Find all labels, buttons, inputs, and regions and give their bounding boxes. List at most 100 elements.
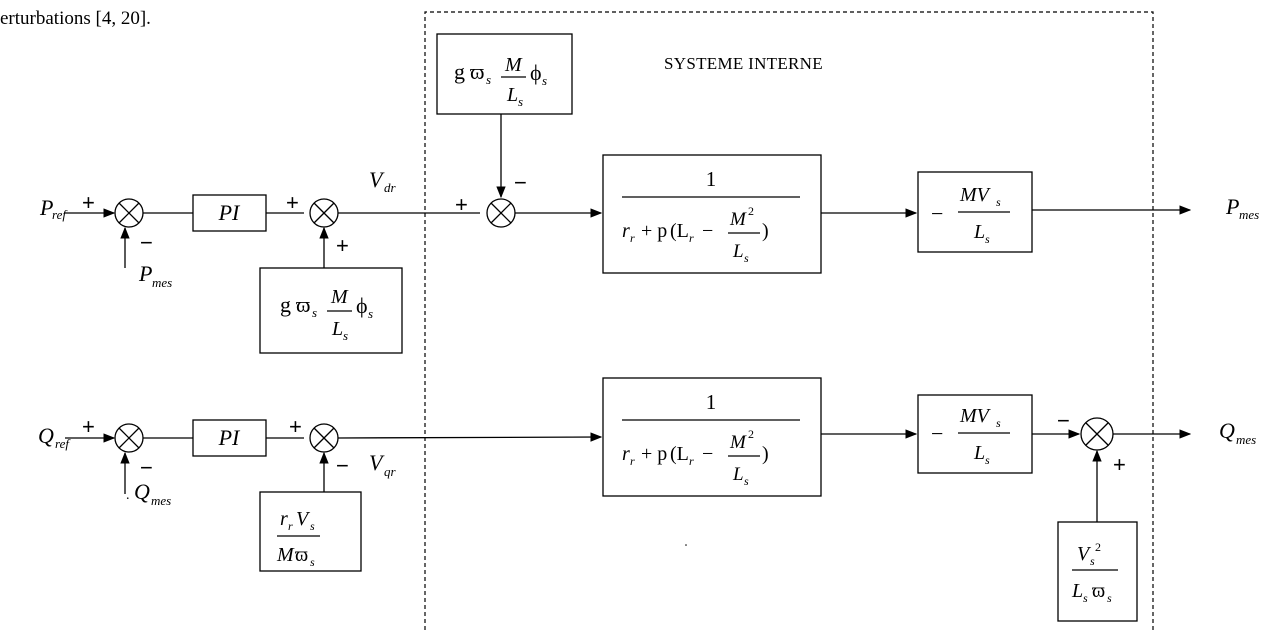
sum2-plus-bottom-sign: + xyxy=(336,233,349,258)
svg-text:ϕ: ϕ xyxy=(356,293,368,318)
sum5-plus-sign: + xyxy=(289,414,302,439)
svg-text:ϕ: ϕ xyxy=(530,60,542,85)
svg-text:(L: (L xyxy=(670,443,689,465)
svg-text:s: s xyxy=(744,251,749,265)
svg-text:s: s xyxy=(744,474,749,488)
svg-text:dr: dr xyxy=(384,180,397,195)
svg-text:s: s xyxy=(310,519,315,533)
svg-text:+ p: + p xyxy=(641,443,667,465)
svg-text:qr: qr xyxy=(384,464,397,479)
svg-text:1: 1 xyxy=(706,167,717,191)
svg-text:r: r xyxy=(689,231,694,245)
svg-text:r: r xyxy=(622,443,630,465)
summing-junction-p2 xyxy=(309,198,339,228)
summing-junction-p3 xyxy=(486,198,516,228)
sum1-minus-sign: − xyxy=(140,230,153,255)
sum3-minus-sign: − xyxy=(514,170,527,195)
gain-block-p: − MV s L s xyxy=(917,171,1033,253)
gain-block-q: − MV s L s xyxy=(917,394,1033,474)
p-ref-label: P ref xyxy=(39,195,68,222)
svg-text:s: s xyxy=(996,416,1001,430)
svg-text:s: s xyxy=(542,73,547,88)
stator-term-block-q: V s 2 L s ϖ s xyxy=(1057,521,1138,622)
svg-text:+ p: + p xyxy=(641,220,667,242)
sum2-plus-sign: + xyxy=(286,190,299,215)
p-mes-feedback-label: P mes xyxy=(138,261,172,290)
pi-controller-p xyxy=(192,194,267,232)
svg-text:s: s xyxy=(310,555,315,569)
svg-text:M: M xyxy=(729,209,747,230)
sum5-minus-sign: − xyxy=(336,453,349,478)
svg-text:M: M xyxy=(504,54,523,76)
svg-text:ref: ref xyxy=(52,207,68,222)
svg-text:V: V xyxy=(369,167,385,192)
summing-junction-q2 xyxy=(309,423,339,453)
svg-text:s: s xyxy=(985,453,990,467)
svg-text:V: V xyxy=(1077,543,1092,565)
p-mes-output-label: P mes xyxy=(1225,194,1259,222)
svg-text:ϖ: ϖ xyxy=(295,544,308,566)
svg-text:s: s xyxy=(1090,554,1095,568)
svg-text:s: s xyxy=(1083,591,1088,605)
svg-text:ref: ref xyxy=(55,436,71,451)
svg-text:2: 2 xyxy=(1095,540,1101,554)
v-qr-label: V qr xyxy=(369,450,397,479)
summing-junction-q3 xyxy=(1080,417,1114,451)
svg-text:2: 2 xyxy=(748,204,754,218)
svg-text:MV: MV xyxy=(959,405,992,427)
sum4-plus-sign: + xyxy=(82,414,95,439)
svg-text:L: L xyxy=(506,84,518,106)
svg-text:Q: Q xyxy=(1219,418,1235,443)
svg-text:s: s xyxy=(985,232,990,246)
svg-text:): ) xyxy=(762,443,769,465)
sum3-plus-sign: + xyxy=(455,192,468,217)
sum1-plus-sign: + xyxy=(82,190,95,215)
rotor-transfer-block-q: 1 r r + p (L r − M 2 L s ) xyxy=(602,377,822,497)
q-mes-output-label: Q mes xyxy=(1219,418,1256,447)
pi-controller-q-label: PI xyxy=(218,425,241,450)
svg-text:2: 2 xyxy=(748,427,754,441)
svg-text:ϖ: ϖ xyxy=(1092,580,1105,602)
svg-text:P: P xyxy=(39,195,53,220)
svg-text:L: L xyxy=(732,464,744,485)
svg-text:−: − xyxy=(702,443,713,465)
internal-system-boundary xyxy=(424,11,1154,630)
svg-text:r: r xyxy=(689,454,694,468)
compensation-block-q: r r V s M ϖ s xyxy=(259,491,362,572)
svg-text:s: s xyxy=(486,72,491,87)
q-ref-label: Q ref xyxy=(38,423,71,451)
svg-text:mes: mes xyxy=(1239,207,1259,222)
svg-text:mes: mes xyxy=(1236,432,1256,447)
svg-text:L: L xyxy=(331,318,343,340)
svg-text:r: r xyxy=(630,454,635,468)
svg-text:Q: Q xyxy=(38,423,54,448)
svg-text:Q: Q xyxy=(134,479,150,504)
summing-junction-q1 xyxy=(114,423,144,453)
svg-text:s: s xyxy=(312,305,317,320)
v-dr-label: V dr xyxy=(369,167,397,195)
svg-text:mes: mes xyxy=(152,275,172,290)
svg-text:): ) xyxy=(762,220,769,242)
compensation-block-p: g ϖ s M L s ϕ s xyxy=(259,267,403,354)
svg-text:r: r xyxy=(288,519,293,533)
svg-text:P: P xyxy=(1225,194,1239,219)
svg-text:s: s xyxy=(1107,591,1112,605)
svg-text:g: g xyxy=(280,292,291,317)
rotor-transfer-block-p: 1 r r + p (L r − M 2 L s ) xyxy=(602,154,822,274)
svg-text:g: g xyxy=(454,59,465,84)
svg-text:s: s xyxy=(518,94,523,109)
q-mes-feedback-label: . Q mes xyxy=(126,479,171,508)
sum6-minus-sign: − xyxy=(1057,408,1070,433)
sum4-minus-sign: − xyxy=(140,455,153,480)
pi-controller-q xyxy=(192,419,267,457)
svg-text:M: M xyxy=(330,286,349,308)
coupling-block-internal: g ϖ s M L s ϕ s xyxy=(436,33,573,115)
svg-text:s: s xyxy=(343,328,348,343)
svg-text:L: L xyxy=(973,442,985,464)
svg-text:L: L xyxy=(973,221,985,243)
svg-text:MV: MV xyxy=(959,184,992,206)
svg-text:1: 1 xyxy=(706,390,717,414)
svg-text:M: M xyxy=(276,544,295,566)
svg-text:ϖ: ϖ xyxy=(470,59,484,84)
